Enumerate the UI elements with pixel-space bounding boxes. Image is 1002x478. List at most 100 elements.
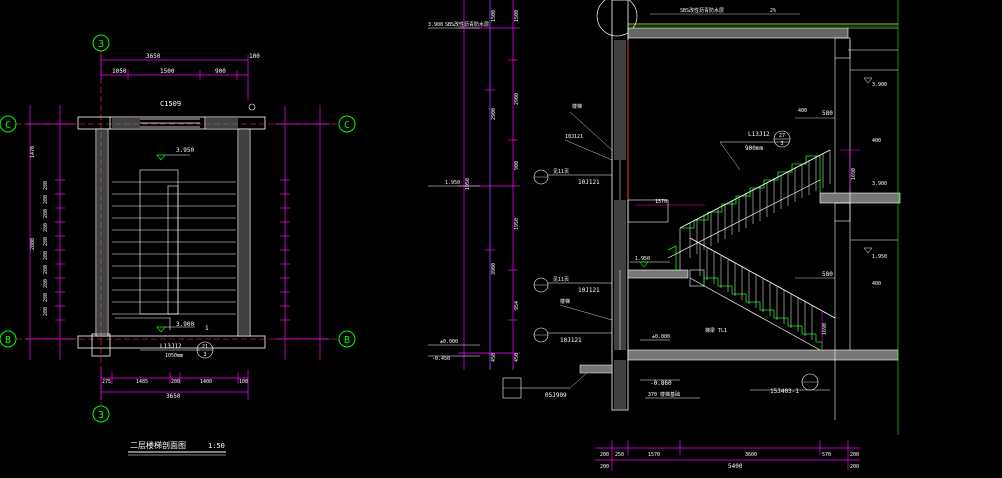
plan-top-dim-4: 100 (249, 53, 260, 60)
plan-top-dim-2: 1500 (160, 68, 175, 75)
plan-left-dim-9: 280 (43, 293, 49, 302)
roof-note: SBS改性沥青防水层 (680, 7, 724, 14)
plan-bottom-dim-1: 1485 (136, 379, 148, 385)
railing-ref-code: L13J12 (748, 131, 770, 138)
plan-bottom-dimensions (100, 370, 249, 400)
section-vdim-5: 954 (514, 301, 520, 310)
plan-bottom-dim-total: 3650 (166, 393, 181, 400)
axis-label-b-left: B (5, 335, 11, 346)
tag-400b: 400 (872, 138, 881, 144)
landing-level-top: 3.950 (156, 147, 194, 161)
railing-circle-bottom: 3 (780, 141, 783, 147)
anno-b1: 见11页 (553, 277, 569, 283)
axis-label-3-top: 3 (98, 39, 104, 50)
tag-580: 580 (822, 110, 833, 117)
landing-width: 1570 (655, 199, 667, 205)
section-vdim-2: 900 (514, 161, 520, 170)
tag-1690: 1690 (851, 168, 857, 180)
section-vdim-3: 1950 (465, 178, 471, 190)
wall-hatching (97, 118, 249, 335)
upper-floor-slab (627, 0, 901, 435)
section-level-ground-left: ±0.000 (440, 339, 458, 345)
axis-label-3-bottom: 3 (98, 410, 104, 421)
stair-plan-view: 3 3 C C B B (0, 34, 356, 456)
plan-title: 二层楼梯剖面图 (130, 440, 186, 450)
lower-stair-flight (689, 237, 836, 351)
plan-top-dim-1: 1050 (112, 68, 127, 75)
mid-landing-level-text: 1.950 (635, 256, 650, 262)
ground-level-text: ±0.000 (652, 334, 670, 340)
axis-label-b-right: B (344, 335, 350, 346)
section-vdim-0b: 1500 (514, 10, 520, 22)
sec-bottom-dim-2: 3600 (745, 452, 757, 458)
window-tag: C1509 (160, 100, 181, 108)
sec-bottom-dim-0: 250 (615, 452, 624, 458)
plan-left-dim-4: 280 (43, 223, 49, 232)
level-low2: -0.860 (650, 380, 672, 387)
anno-b2: 10J121 (578, 287, 600, 294)
axis-label-c-left: C (5, 120, 11, 131)
level-right-1b: 3.900 (872, 181, 887, 187)
up-label: 1 (205, 325, 209, 332)
tag-1690b: 1690 (822, 323, 828, 335)
anno-c2b: 10J121 (560, 337, 582, 344)
railing-detail-reference: L13J12 900mm 27 3 (719, 130, 791, 171)
section-level-low-left: -0.450 (432, 356, 450, 362)
plan-detail-reference: L13J12 1050mm 21 3 (140, 341, 214, 359)
plan-bottom-dim-4: 100 (239, 379, 248, 385)
section-vdim-1: 2900 (514, 93, 520, 105)
sec-bottom-right: 200 (850, 452, 859, 458)
plan-stair-treads (112, 169, 236, 330)
lower-railing-balusters (699, 244, 813, 340)
plan-top-dim-3: 900 (215, 68, 226, 75)
section-roof-note-left: SBS改性沥青防水层 (445, 21, 489, 28)
roof-detail-circle (596, 0, 638, 37)
plan-bottom-dim-3: 1400 (200, 379, 212, 385)
section-bottom-annotations: -0.860 370 楼梯基础 15J403-1 (640, 373, 830, 399)
section-vdim-3b: 1950 (514, 218, 520, 230)
plan-left-dim-1: 280 (43, 181, 49, 190)
section-vdim-4: 3900 (491, 263, 497, 275)
anno-e: 15J403-1 (770, 388, 799, 395)
railing-circle-top: 27 (779, 133, 785, 139)
sec-bottom-dim-1: 1570 (648, 452, 660, 458)
plan-ref-note: 1050mm (165, 353, 183, 359)
plan-left-dimensions (25, 105, 75, 360)
sec-bottom-left2: 200 (600, 464, 609, 470)
section-vdim-1b: 2900 (491, 108, 497, 120)
landing-level-bottom: 3.900 1 (156, 321, 209, 333)
level-right-1: 3.900 (872, 82, 887, 88)
plan-ref-code: L13J12 (160, 343, 182, 350)
plan-left-dim-0: 1470 (30, 146, 36, 158)
railing-height: 900mm (745, 145, 763, 152)
landing-level-top-text: 3.950 (176, 147, 194, 154)
sec-bottom-total: 5400 (728, 463, 743, 470)
sec-bottom-right2: 200 (850, 464, 859, 470)
section-vdim-6b: 450 (514, 353, 520, 362)
plan-walls (77, 116, 266, 357)
upper-railing-balusters (689, 150, 831, 258)
plan-left-dim-3: 280 (43, 209, 49, 218)
level-right-2: 1.950 (872, 254, 887, 260)
plan-top-dim-total: 3650 (146, 53, 161, 60)
mid-landing-level: 1.950 ±0.000 梯梁 TL1 (630, 256, 727, 341)
plan-left-dim-7: 280 (43, 265, 49, 274)
plan-bottom-dim-2: 200 (171, 379, 180, 385)
axis-label-c-right: C (344, 120, 350, 131)
section-left-annotations: 楼梯 10J121 见11页 10J121 见11页 10J121 楼梯 10J… (502, 103, 613, 399)
anno-f: 370 楼梯基础 (648, 391, 680, 398)
plan-left-dim-5: 280 (43, 237, 49, 246)
axis-marker-3-bottom: 3 (92, 405, 110, 423)
plan-scale: 1:50 (208, 442, 225, 450)
plan-left-dim-10: 280 (43, 307, 49, 316)
section-vdim-6: 450 (491, 353, 497, 362)
anno-c1: 楼梯 (572, 103, 582, 110)
plan-ref-circle-bottom: 3 (203, 352, 206, 358)
stair-section-view: 1500 1500 2900 2900 900 1950 1950 3900 9… (428, 0, 901, 470)
section-right-tags: 400 580 580 3.900 3.900 1.950 400 400 16… (635, 77, 887, 345)
anno-c1b: 楼梯 (560, 298, 570, 305)
anno-d: 05J909 (545, 392, 567, 399)
section-level-left: 3.900 SBS改性沥青防水层 1.950 ±0.000 -0.450 (428, 21, 489, 362)
anno-a2: 10J121 (578, 179, 600, 186)
